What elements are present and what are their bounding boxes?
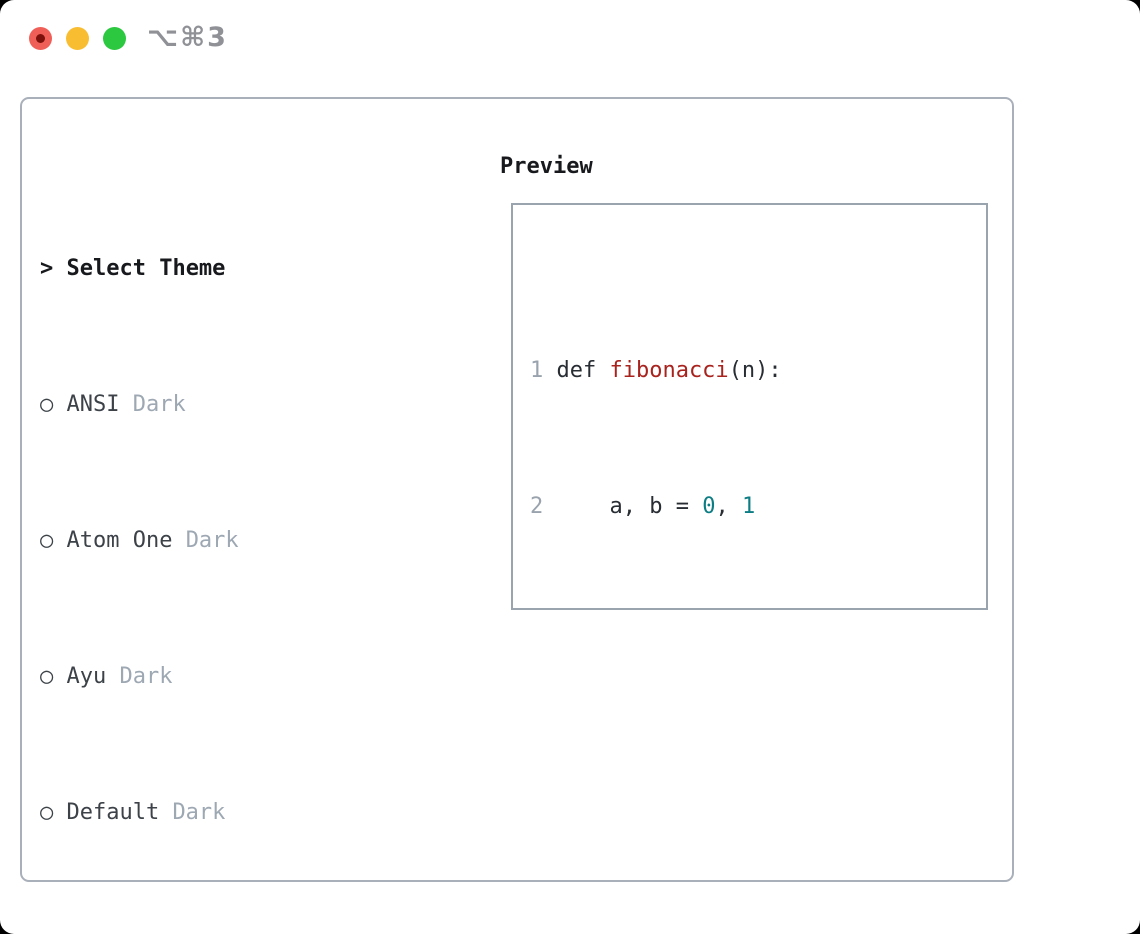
window-controls [29,27,126,50]
theme-name: Default [66,800,160,825]
window-title-shortcut: ⌥⌘3 [147,22,228,53]
code-segment: def [556,358,610,383]
theme-variant: Dark [132,392,186,417]
theme-option-ansi-dark[interactable]: ○ ANSI Dark [40,388,411,422]
code-segment: 0 [702,494,716,519]
radio-icon: ○ [40,664,54,689]
theme-option-default-dark[interactable]: ○ Default Dark [40,796,411,830]
line-number: 2 [530,494,544,519]
radio-icon: ○ [40,392,54,417]
code-segment: , [715,494,742,519]
theme-name: Atom One [66,528,173,553]
code-line: 2 a, b = 0, 1 [530,490,986,524]
theme-option-ayu-dark[interactable]: ○ Ayu Dark [40,660,411,694]
select-theme-header: > Select Theme [40,252,411,286]
code-segment: a, b = [556,494,703,519]
code-line: 1 def fibonacci(n): [530,354,986,388]
theme-option-atom-one-dark[interactable]: ○ Atom One Dark [40,524,411,558]
theme-variant: Dark [172,800,226,825]
preview-header: Preview [500,154,593,179]
theme-name: ANSI [66,392,120,417]
theme-variant: Dark [119,664,173,689]
theme-variant: Dark [185,528,239,553]
close-button[interactable] [29,27,52,50]
theme-name: Ayu [66,664,107,689]
radio-icon: ○ [40,528,54,553]
line-number: 1 [530,358,544,383]
select-theme-label: Select Theme [66,256,226,281]
radio-icon: ○ [40,800,54,825]
code-segment: (n): [728,358,782,383]
prompt-caret-icon: > [40,256,54,281]
code-segment: fibonacci [609,358,729,383]
minimize-button[interactable] [66,27,89,50]
code-segment: 1 [741,494,756,519]
maximize-button[interactable] [103,27,126,50]
